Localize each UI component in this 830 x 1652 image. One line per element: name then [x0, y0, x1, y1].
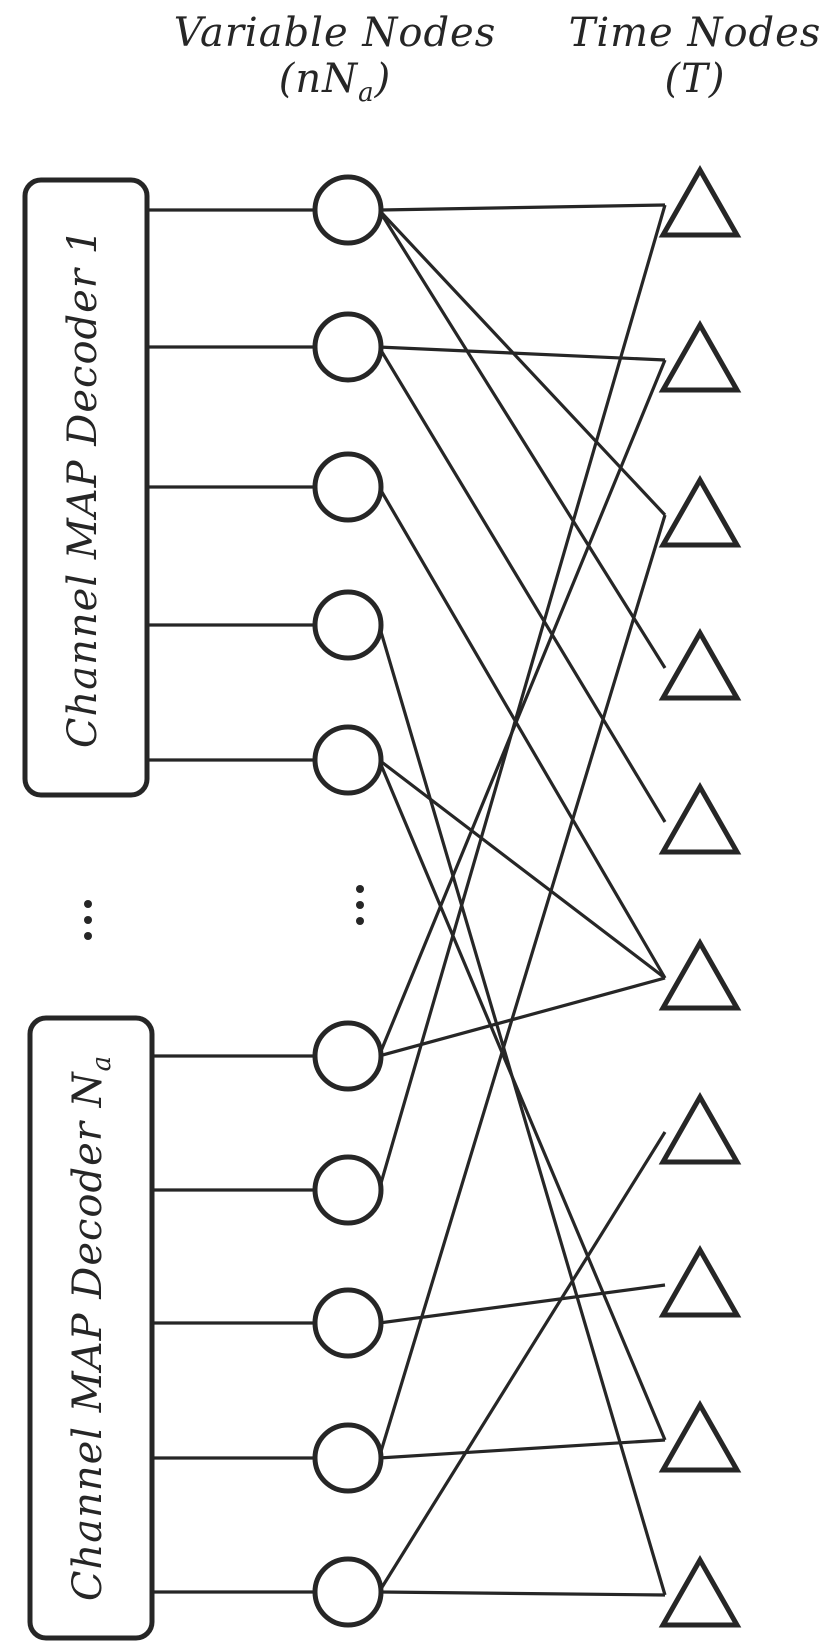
variable-node-4 [312, 724, 384, 796]
edge-1-1 [378, 345, 666, 362]
edge-3-9 [377, 624, 667, 1596]
time-node-6 [658, 1091, 742, 1165]
edge-5-1 [377, 359, 667, 1057]
edge-5-5 [378, 976, 666, 1058]
edge-0-3 [377, 209, 667, 669]
time-node-1 [658, 319, 742, 393]
edge-6-0 [377, 204, 667, 1191]
variable-node-3 [312, 589, 384, 661]
decoder-box-na [27, 1015, 155, 1641]
edge-8-2 [377, 514, 667, 1459]
time-node-0 [658, 164, 742, 238]
edge-4-8 [377, 759, 667, 1441]
time-node-3 [658, 627, 742, 701]
edge-4-5 [378, 758, 666, 980]
variable-node-9 [312, 1556, 384, 1628]
edge-2-5 [377, 486, 667, 979]
edge-1-4 [377, 346, 667, 823]
edge-0-2 [377, 208, 667, 517]
variable-nodes [312, 174, 384, 1628]
variable-node-8 [312, 1422, 384, 1494]
decoder-ellipsis [84, 900, 92, 948]
edge-8-8 [378, 1438, 666, 1460]
time-nodes-subtitle: (T) [664, 56, 726, 102]
time-node-8 [658, 1399, 742, 1473]
edge-0-0 [378, 203, 666, 212]
time-node-5 [658, 937, 742, 1011]
edge-9-9 [378, 1590, 666, 1597]
time-nodes-title: Time Nodes [568, 10, 822, 56]
variable-node-1 [312, 311, 384, 383]
decoder-label-na: Channel MAP Decoder Na [65, 1054, 117, 1602]
variable-node-0 [312, 174, 384, 246]
time-nodes-header: Time Nodes (T) [565, 10, 825, 102]
variable-node-6 [312, 1154, 384, 1226]
variable-nodes-subtitle: (nNa) [278, 56, 392, 108]
decoder-links [147, 208, 315, 1594]
time-node-2 [658, 474, 742, 548]
time-node-4 [658, 781, 742, 855]
variable-nodes-header: Variable Nodes (nNa) [165, 10, 505, 109]
variable-node-2 [312, 451, 384, 523]
variable-nodes-title: Variable Nodes [173, 10, 497, 56]
time-node-9 [658, 1554, 742, 1628]
variable-node-7 [312, 1287, 384, 1359]
edges-layer [377, 203, 667, 1597]
variable-node-5 [312, 1020, 384, 1092]
decoder-label-1: Channel MAP Decoder 1 [60, 227, 106, 749]
edge-7-7 [378, 1283, 666, 1325]
variable-ellipsis [356, 885, 364, 933]
time-nodes [658, 164, 742, 1628]
time-node-7 [658, 1244, 742, 1318]
edge-9-6 [377, 1131, 667, 1593]
